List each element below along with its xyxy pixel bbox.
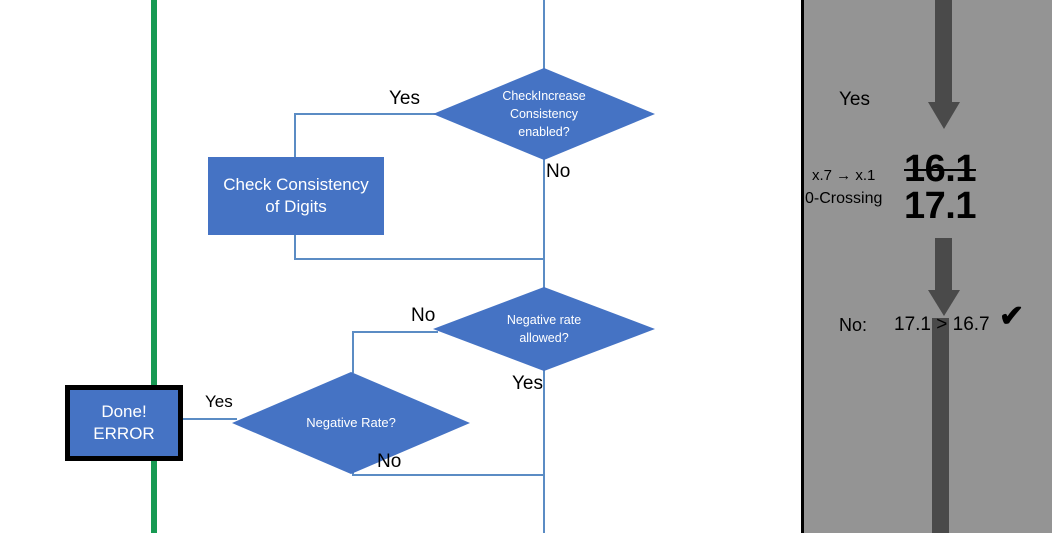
connector-negativerate-no-right	[352, 474, 545, 476]
connector-negativerate-yes-to-done	[173, 418, 237, 420]
branch-label-negative-rate-allowed-yes: Yes	[512, 373, 543, 394]
process-check-consistency-of-digits[interactable]: Check Consistency of Digits	[208, 157, 384, 235]
connector-negrateallowed-no-horizontal	[352, 331, 438, 333]
process-line-1: Done!	[101, 401, 147, 421]
connector-checkincrease-yes-down	[294, 113, 296, 158]
process-line-2: ERROR	[93, 424, 155, 443]
down-arrow-icon-top	[924, 0, 964, 137]
branch-label-checkincrease-yes: Yes	[389, 88, 420, 109]
connector-consistency-out-right	[294, 258, 545, 260]
panel-comparison-expression: 17.1 > 16.7	[894, 314, 990, 335]
process-line-2: of Digits	[265, 197, 327, 216]
panel-value-current: 17.1	[904, 185, 976, 227]
connector-consistency-out-down	[294, 235, 296, 259]
check-mark-icon: ✔	[999, 300, 1025, 333]
panel-value-struck-through: 16.1	[904, 148, 976, 190]
vertical-shaft-bottom	[932, 318, 949, 533]
process-done-error-label: Done! ERROR	[93, 401, 154, 446]
branch-label-negative-rate-allowed-no: No	[411, 305, 436, 326]
decision-check-increase-consistency[interactable]: CheckIncrease Consistency enabled?	[433, 68, 655, 160]
branch-label-done-error-yes: Yes	[205, 392, 233, 411]
annotation-panel: Yes x.7 → x.1 0-Crossing 16.1 17.1 No: 1…	[801, 0, 1052, 533]
branch-label-negative-rate-no: No	[377, 451, 402, 472]
decision-negative-rate-allowed[interactable]: Negative rate allowed?	[433, 287, 655, 371]
panel-zero-crossing-label: 0-Crossing	[805, 190, 883, 207]
connector-top-trunk	[543, 0, 545, 70]
process-done-error[interactable]: Done! ERROR	[65, 385, 183, 461]
connector-negrateallowed-no-down	[352, 331, 354, 373]
down-arrow-icon-middle	[924, 238, 964, 323]
green-vertical-divider	[151, 0, 157, 533]
connector-negrateallowed-yes-down	[543, 369, 545, 533]
branch-label-checkincrease-no: No	[546, 161, 571, 182]
connector-checkincrease-yes-horizontal	[294, 113, 436, 115]
panel-ratio-label: x.7 → x.1	[812, 167, 876, 184]
panel-no-label: No:	[839, 315, 868, 335]
connector-checkincrease-no-trunk	[543, 158, 545, 289]
process-line-1: Check Consistency	[223, 174, 369, 194]
panel-yes-label: Yes	[839, 89, 870, 110]
decision-negative-rate[interactable]: Negative Rate?	[232, 372, 470, 474]
process-check-consistency-label: Check Consistency of Digits	[223, 174, 369, 219]
